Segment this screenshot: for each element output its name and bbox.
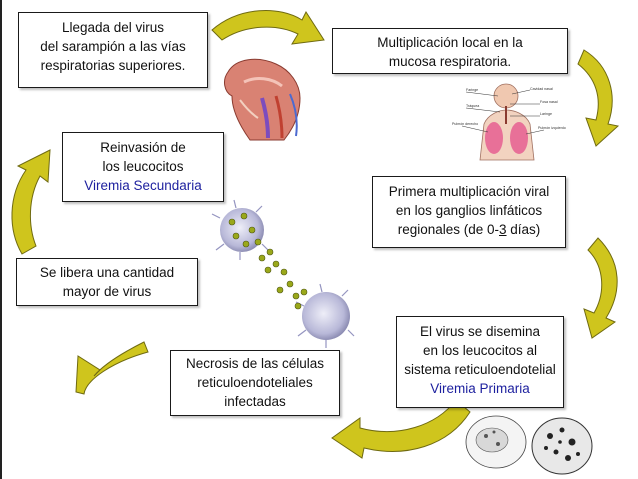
anatomy-label-nostril: Fosa nasal	[540, 100, 558, 104]
step-primary-viremia-line-2: en los leucocitos al	[422, 343, 538, 358]
step-lymph-node-line-2: en los ganglios linfáticos	[395, 203, 543, 218]
upper-airway-illustration	[224, 58, 301, 141]
step-local-multiplication-line-1: Multiplicación local en la	[377, 35, 523, 50]
anatomy-label-trachea: Tráquea	[466, 104, 479, 108]
step-virus-arrival-line-1: Llegada del virus	[61, 20, 165, 35]
cycle-arrow-6	[11, 149, 51, 255]
step-virus-release: Se libera una cantidad mayor de virus	[16, 258, 198, 306]
step-secondary-viremia-line-2: los leucocitos	[102, 159, 184, 174]
step-primary-viremia-line-1: El virus se disemina	[419, 324, 541, 339]
step-secondary-viremia: Reinvasión de los leucocitos Viremia Sec…	[62, 132, 224, 202]
step-lymph-node-line-3-pre: regionales (de 0-	[397, 222, 500, 237]
step-virus-release-line-1: Se libera una cantidad	[39, 265, 175, 280]
step-lymph-node-line-3: regionales (de 0-3 días)	[379, 220, 559, 239]
secondary-viremia-label: Viremia Secundaria	[84, 178, 202, 193]
step-virus-release-line-2: mayor de virus	[62, 284, 152, 299]
step-local-multiplication: Multiplicación local en la mucosa respir…	[332, 28, 568, 74]
step-cell-necrosis-line-3: infectadas	[224, 394, 286, 409]
step-lymph-node-day-number: 3	[499, 222, 507, 237]
leukocyte-cell-top	[211, 199, 269, 260]
step-secondary-viremia-line-1: Reinvasión de	[100, 140, 186, 155]
step-virus-arrival: Llegada del virus del sarampión a las ví…	[18, 12, 208, 88]
anatomy-label-right-lung: Pulmón derecho	[452, 122, 478, 126]
cycle-arrow-5	[75, 341, 149, 395]
primary-viremia-label: Viremia Primaria	[430, 381, 530, 396]
anatomy-label-pharynx: Faringe	[466, 88, 478, 92]
anatomy-label-left-lung: Pulmón izquierdo	[538, 126, 566, 130]
step-lymph-node-line-3-post: días)	[506, 222, 541, 237]
step-primary-viremia-line-3: sistema reticuloendotelial	[404, 362, 556, 377]
step-virus-arrival-line-2: del sarampión a las vías	[40, 39, 186, 54]
cycle-arrow-2	[577, 49, 620, 147]
step-virus-arrival-line-3: respiratorias superiores.	[40, 58, 186, 73]
cycle-arrow-1	[211, 10, 325, 45]
reticuloendothelial-cells-illustration	[465, 415, 593, 475]
cycle-arrow-4	[331, 399, 471, 459]
step-primary-viremia: El virus se disemina en los leucocitos a…	[396, 316, 564, 408]
step-local-multiplication-line-2: mucosa respiratoria.	[388, 54, 512, 69]
step-lymph-node-line-1: Primera multiplicación viral	[388, 184, 550, 199]
anatomy-label-nasal-cavity: Cavidad nasal	[530, 87, 553, 91]
virus-particles	[228, 212, 308, 310]
left-border-line	[0, 0, 2, 479]
respiratory-system-illustration: Cavidad nasal Faringe Fosa nasal Tráquea…	[448, 80, 566, 161]
step-cell-necrosis: Necrosis de las células reticuloendoteli…	[170, 350, 340, 416]
step-lymph-node-multiplication: Primera multiplicación viral en los gang…	[372, 176, 566, 248]
step-cell-necrosis-line-1: Necrosis de las células	[185, 356, 325, 371]
step-cell-necrosis-line-2: reticuloendoteliales	[197, 375, 313, 390]
cycle-arrow-3	[583, 237, 618, 339]
anatomy-label-larynx: Laringe	[540, 112, 552, 116]
